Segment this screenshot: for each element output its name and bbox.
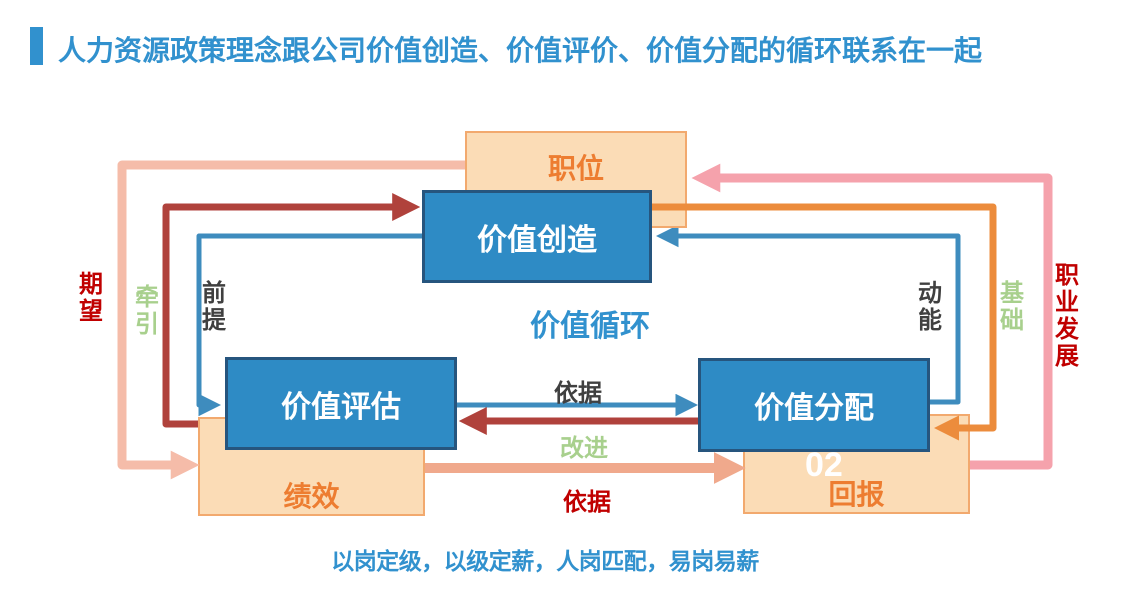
node-performance-label: 绩效: [283, 481, 340, 512]
page-title: 人力资源政策理念跟公司价值创造、价值评价、价值分配的循环联系在一起: [58, 35, 983, 66]
edge-label-basis-bottom: 依据: [563, 489, 611, 516]
edge-label-foundation: 基础: [1000, 280, 1024, 334]
edge-label-basis-top: 依据: [554, 380, 602, 407]
edge-label-improvement: 改进: [560, 435, 608, 462]
edge-label-expectation: 期望: [79, 271, 103, 325]
node-position-label: 职位: [547, 153, 604, 184]
node-value-distribution-label: 价值分配: [754, 392, 874, 425]
node-reward-label: 回报: [828, 479, 885, 510]
node-value-distribution: 价值分配: [698, 358, 930, 452]
edge-label-traction: 牵引: [135, 284, 159, 338]
edge-label-momentum: 动能: [918, 280, 942, 334]
node-value-evaluation-label: 价值评估: [281, 390, 401, 424]
node-value-creation: 价值创造: [422, 190, 652, 283]
title-accent-bar: [30, 27, 43, 65]
edge-label-career-development: 职业发展: [1055, 262, 1079, 370]
center-label-value-cycle: 价值循环: [530, 310, 650, 343]
node-value-evaluation: 价值评估: [225, 357, 457, 450]
edge-label-premise: 前提: [202, 280, 226, 334]
node-value-creation-label: 价值创造: [477, 223, 597, 257]
bottom-caption: 以岗定级，以级定薪，人岗匹配，易岗易薪: [331, 548, 759, 574]
